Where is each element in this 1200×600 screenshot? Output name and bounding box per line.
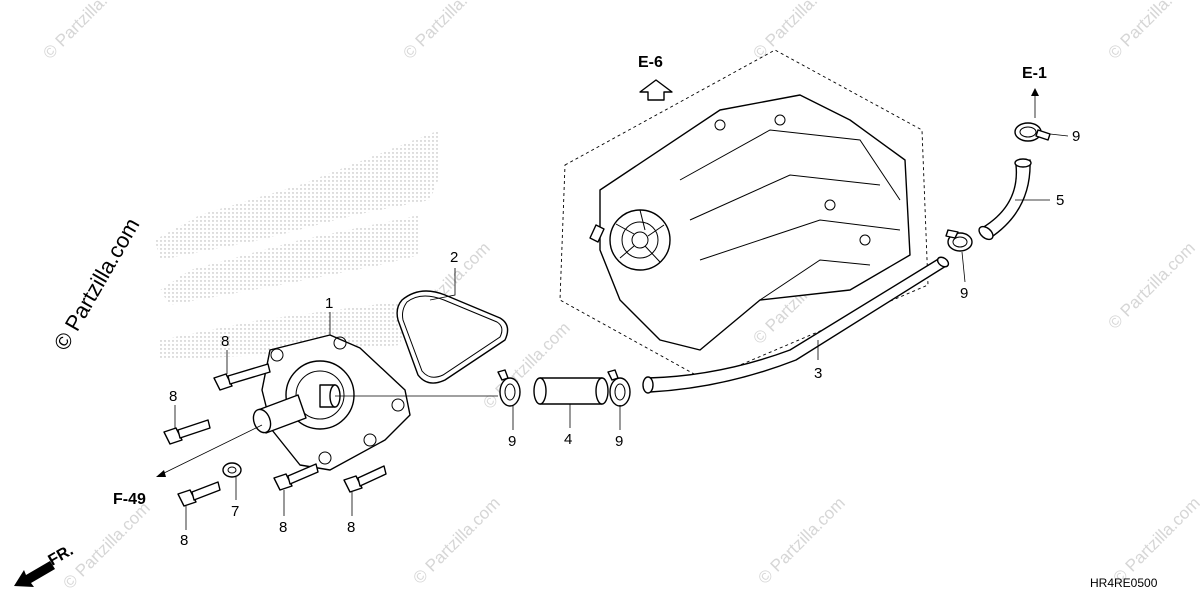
- watermark-text: © Partzilla.com: [1104, 238, 1198, 332]
- part-9-clamp-left: [497, 369, 521, 407]
- brand-logo-watermark: [155, 130, 440, 360]
- part-5-hose: [978, 158, 1032, 241]
- part-9-clamp-top: [1014, 122, 1051, 142]
- callout-8: 8: [180, 532, 188, 549]
- callout-9: 9: [960, 285, 968, 302]
- callout-8: 8: [221, 333, 229, 350]
- callout-2: 2: [450, 249, 458, 266]
- callout-8: 8: [169, 388, 177, 405]
- part-8-bolts: [163, 363, 387, 507]
- callout-1: 1: [325, 295, 333, 312]
- watermark-text: © Partzilla.com: [399, 0, 493, 63]
- callout-8: 8: [279, 519, 287, 536]
- leader-lines: [156, 133, 1069, 530]
- reference-e6: E-6: [638, 54, 673, 101]
- bolt-8-c: [177, 481, 221, 507]
- watermark-text: © Partzilla.com: [39, 0, 133, 63]
- callout-9: 9: [1072, 128, 1080, 145]
- callout-9: 9: [615, 433, 623, 450]
- watermark-text: © Partzilla.com: [409, 493, 503, 587]
- watermark-text: © Partzilla.com: [1104, 0, 1198, 63]
- reference-e1: E-1: [1022, 65, 1047, 118]
- reference-f49-label: F-49: [113, 491, 146, 508]
- part-9-clamp-center: [607, 369, 631, 407]
- bolt-8-b: [163, 419, 211, 445]
- bolt-8-e: [343, 465, 387, 493]
- reference-e1-label: E-1: [1022, 65, 1047, 82]
- callout-7: 7: [231, 503, 239, 520]
- callout-3: 3: [814, 365, 822, 382]
- callout-labels: 1 2 3 4 5 7 8 8 8 8 8 9 9 9 9: [169, 128, 1080, 549]
- watermark-text: © Partzilla.com: [59, 498, 153, 592]
- bolt-8-a: [213, 363, 271, 391]
- watermark-text: © Partzilla.com: [754, 493, 848, 587]
- part-1-pump-cover: [252, 334, 411, 471]
- arrow-head-icon: [1031, 88, 1039, 96]
- watermark-large-text: © Partzilla.com: [49, 214, 145, 355]
- callout-8: 8: [347, 519, 355, 536]
- part-2-gasket: [396, 290, 509, 384]
- watermark-text: © Partzilla.com: [1109, 493, 1200, 587]
- callout-9: 9: [508, 433, 516, 450]
- diagram-code: HR4RE0500: [1090, 576, 1158, 590]
- reference-e6-label: E-6: [638, 54, 663, 71]
- callout-4: 4: [564, 431, 572, 448]
- part-7-washer: [222, 462, 242, 478]
- up-arrow-icon: [639, 79, 673, 101]
- watermark-text: © Partzilla.com: [749, 0, 843, 63]
- bolt-8-d: [273, 463, 319, 491]
- engine-case-reference: [559, 49, 929, 381]
- front-arrow-icon: [14, 561, 55, 587]
- callout-5: 5: [1056, 192, 1064, 209]
- part-9-clamp-right: [945, 229, 973, 252]
- part-3-pipe: [642, 256, 950, 394]
- part-4-hose: [533, 377, 609, 405]
